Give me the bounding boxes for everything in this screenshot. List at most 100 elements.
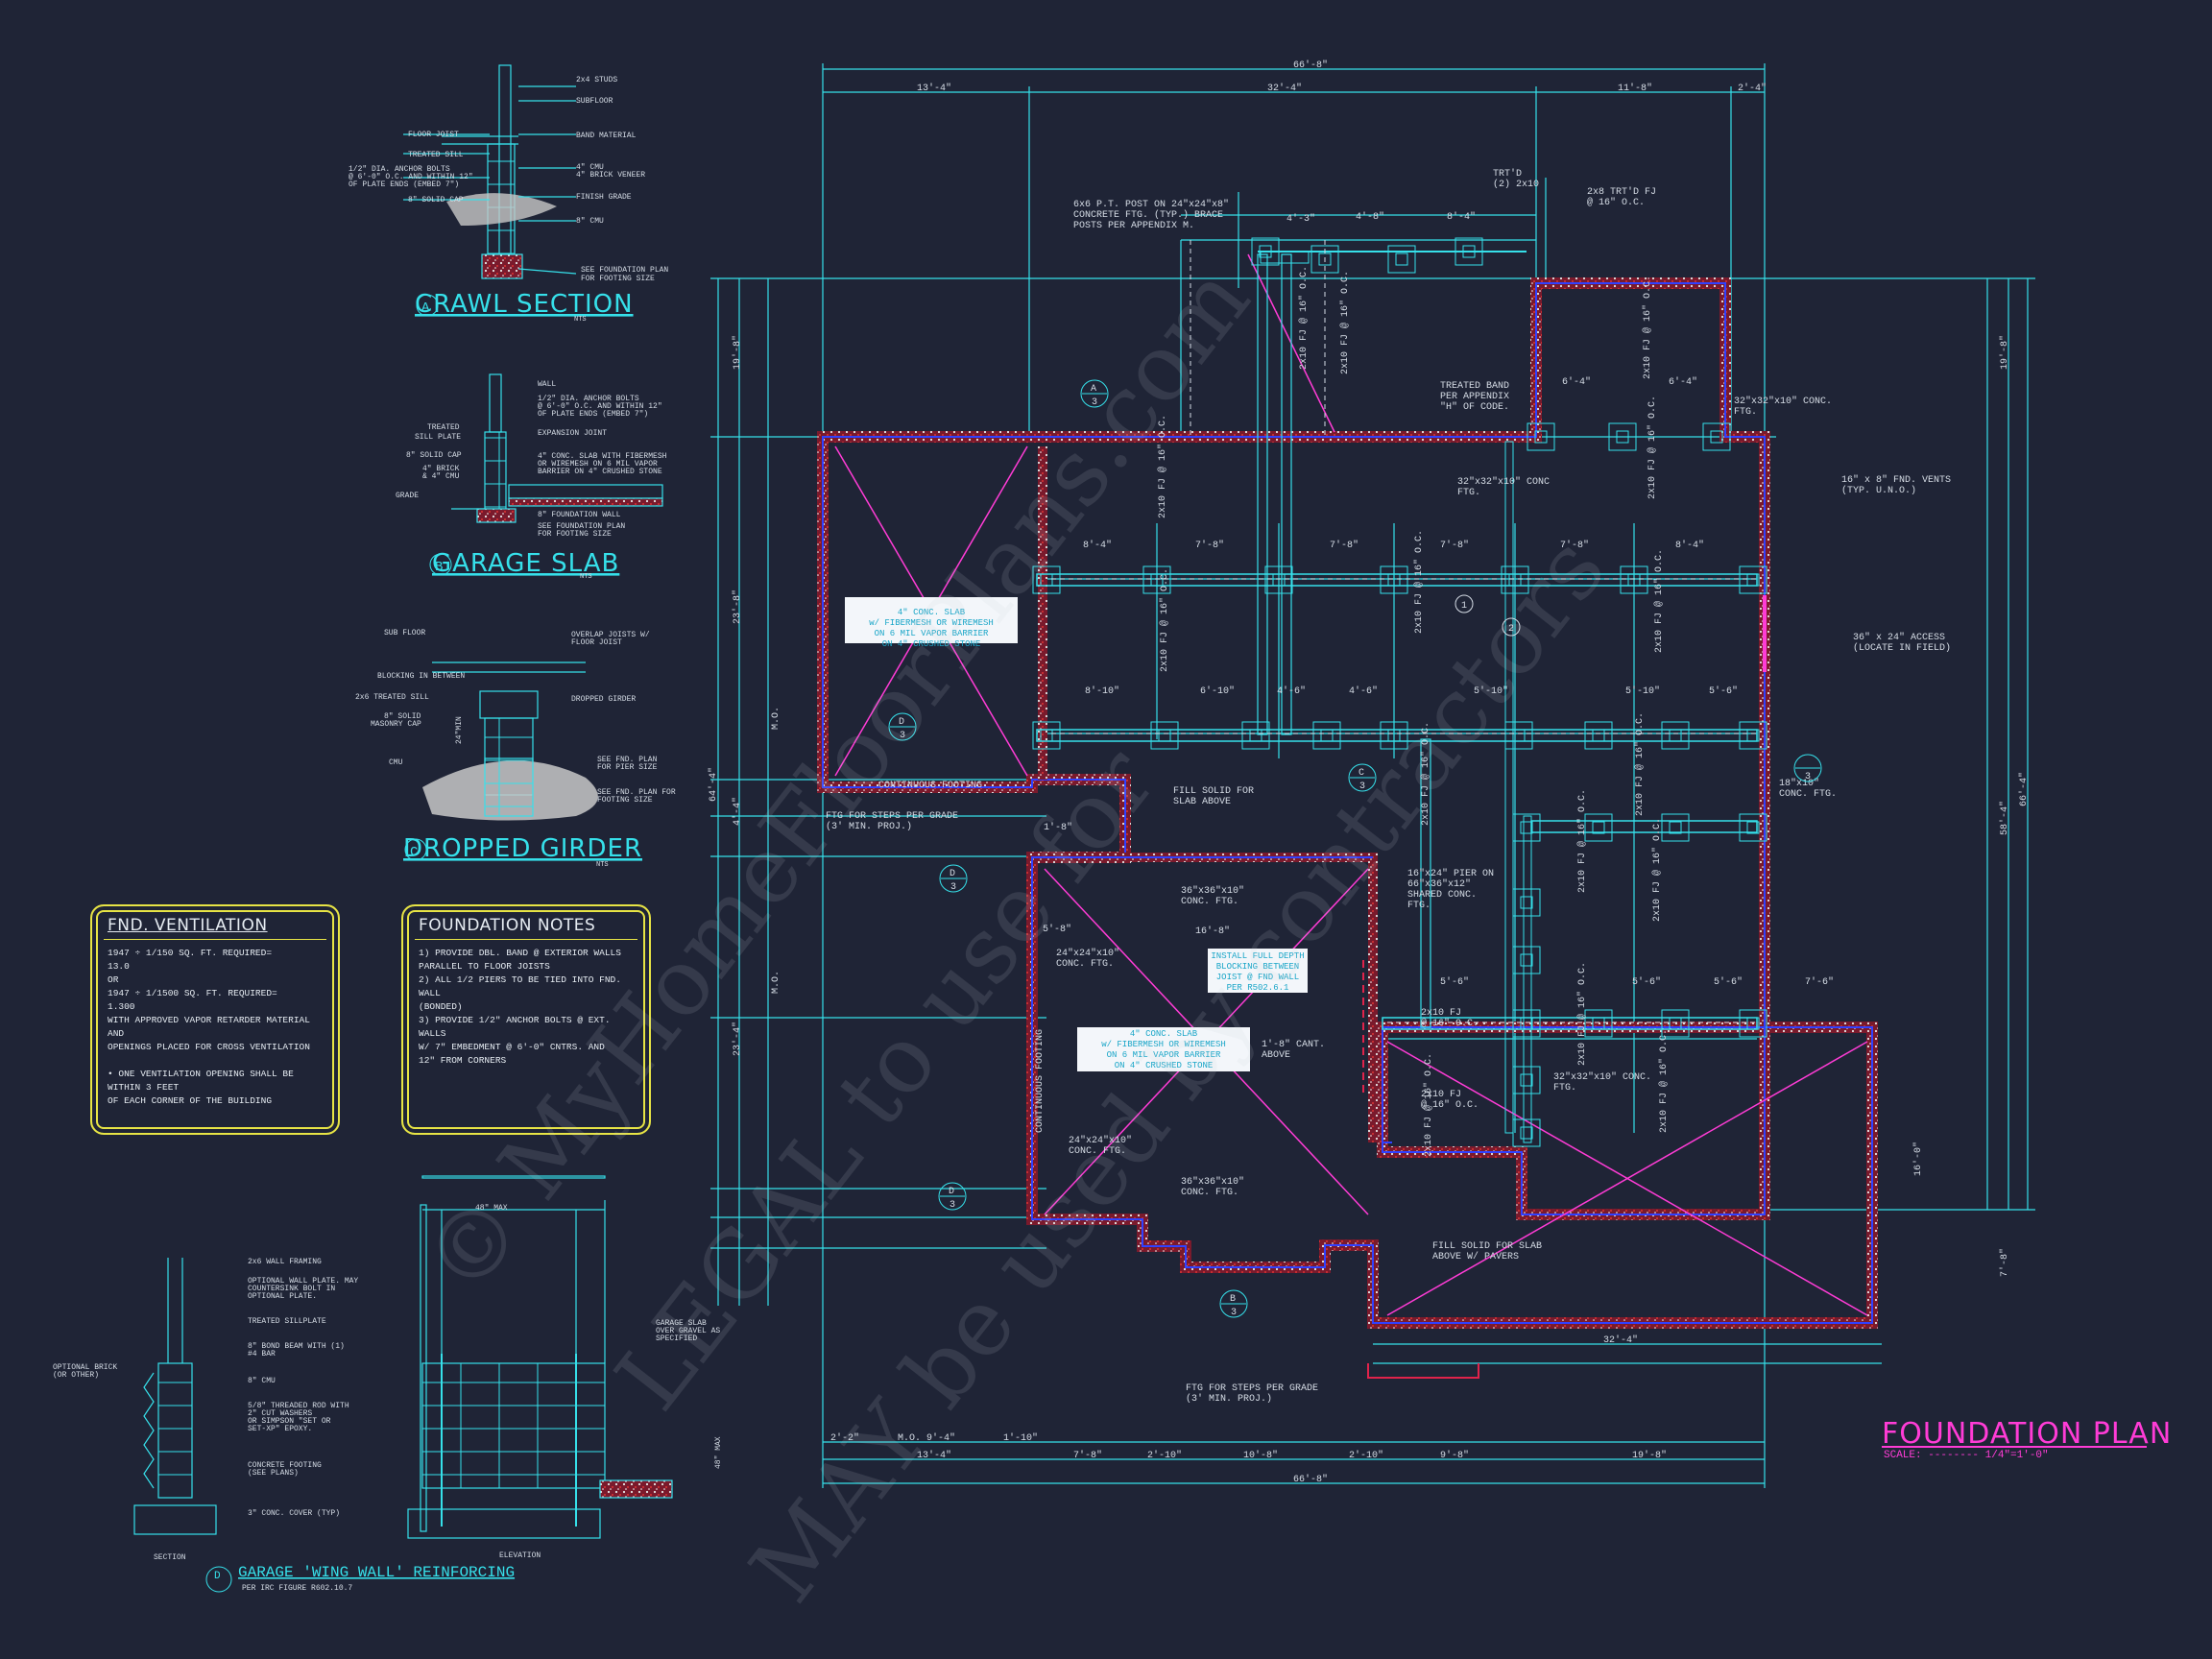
floor-joist-label: 2x10 FJ @ 16" O.C. (1647, 396, 1658, 499)
floor-joist-labels: 2x10 FJ @ 16" O.C. 2x10 FJ @ 16" O.C. 2x10… (1157, 266, 1670, 1157)
detail-label: OPTIONAL PLATE. (248, 1292, 317, 1301)
pier-footing (1512, 888, 1541, 917)
pier-footing (1241, 721, 1270, 750)
detail-label: 8" SOLID CAP (408, 196, 464, 204)
dim-int: 7'-8" (1560, 540, 1589, 551)
pier-post (1746, 573, 1760, 587)
crawl-section-title: CRAWL SECTION (415, 290, 634, 319)
floor-joist-label: 2x10 FJ @ 16" O.C. (1298, 266, 1310, 370)
dim-right: 19'-8" (1999, 335, 2010, 370)
detail-label: OR SIMPSON "SET OR (248, 1417, 331, 1426)
detail-label: BARRIER ON 4" CRUSHED STONE (538, 468, 662, 476)
pier-footing (1512, 813, 1541, 842)
pier-footing (1032, 565, 1061, 594)
detail-label: CONCRETE FOOTING (248, 1461, 322, 1470)
mo-label: M.O. (771, 971, 781, 994)
pier-post (1710, 430, 1723, 444)
pier-post (1387, 573, 1401, 587)
pier-footing (1512, 1066, 1541, 1094)
dropped-girder-title: DROPPED GIRDER (403, 834, 642, 863)
ftg-steps-callout: FTG FOR STEPS PER GRADE(3' MIN. PROJ.) (1186, 1383, 1318, 1405)
detail-label: 48" MAX (475, 1204, 508, 1213)
detail-label: 8" CMU (576, 217, 604, 226)
floor-joist-label: 2x10 FJ @ 16" O.C. (1651, 818, 1663, 922)
detail-label: SEE FND. PLAN (597, 756, 658, 764)
section-tag-letter: A (1091, 384, 1096, 395)
detail-label: OR WIREMESH ON 6 MIL VAPOR (538, 460, 658, 469)
detail-label: BLOCKING IN BETWEEN (377, 672, 465, 681)
detail-label: TREATED SILL (408, 151, 464, 159)
pier-post (1627, 573, 1641, 587)
detail-label: SET-XP" EPOXY. (248, 1425, 312, 1433)
pier-footing (1608, 422, 1637, 451)
plan-title: FOUNDATION PLAN (1882, 1417, 2173, 1451)
dim-int: 5'-8" (1043, 924, 1071, 935)
pier-footing (1142, 565, 1171, 594)
ftg-steps-callout: FTG FOR STEPS PER GRADE(3' MIN. PROJ.) (826, 811, 958, 832)
pier-post (1520, 1126, 1533, 1140)
detail-label: 8" BOND BEAM WITH (1) (248, 1342, 345, 1351)
pier-post (1272, 573, 1286, 587)
dim-int: 7'-8" (1195, 540, 1224, 551)
section-tag-sheet: 3 (950, 882, 956, 893)
floor-joist-label: 2x10 FJ @ 16" O.C. (1576, 962, 1588, 1066)
dim-right-total: 58'-4" (1999, 801, 2010, 835)
detail-label: EXPANSION JOINT (538, 429, 607, 438)
pier-footing (1380, 565, 1408, 594)
conc24-callout: 24"x24"x10"CONC. FTG. (1069, 1135, 1132, 1157)
detail-label: FLOOR JOIST (571, 638, 622, 647)
pier-footing (1739, 813, 1767, 842)
detail-a-marker (416, 294, 439, 317)
pier-post (1395, 252, 1408, 266)
pier-post (1616, 430, 1629, 444)
detail-dropped-girder (422, 661, 598, 821)
section-tag-letter: D (950, 869, 955, 879)
section-tag-sheet: 3 (1359, 781, 1365, 792)
dim-bottom: 10'-8" (1243, 1450, 1278, 1461)
section-tag-circle (1348, 763, 1377, 792)
dim-top: 11'-8" (1618, 83, 1652, 94)
detail-label: CMU (389, 758, 403, 767)
pier-footing (1504, 721, 1533, 750)
dim-left: 19'-8" (732, 335, 743, 370)
detail-label: SPECIFIED (656, 1334, 697, 1343)
pier-tag-circle (1455, 594, 1474, 613)
detail-label: 1/2" DIA. ANCHOR BOLTS (349, 165, 450, 174)
detail-label: DROPPED GIRDER (571, 695, 636, 704)
detail-label: SEE FOUNDATION PLAN (581, 266, 668, 275)
pier-post (1746, 1017, 1760, 1030)
pier-footing (1264, 565, 1293, 594)
detail-label: SILL PLATE (415, 433, 461, 442)
pier-footing (1310, 245, 1339, 274)
detail-label: OF PLATE ENDS (EMBED 7") (538, 410, 648, 419)
pier-tag-number: 2 (1508, 624, 1514, 635)
section-tag-circle (939, 864, 968, 893)
floor-joist-label: 2x10 FJ @ 16" O.C. (1339, 271, 1351, 374)
fnd-ventilation-body: 1947 ÷ 1/150 SQ. FT. REQUIRED= 13.0 OR 1… (108, 948, 310, 1106)
dim-int: 5'-6" (1709, 685, 1738, 697)
dim-int: 4'-3" (1286, 213, 1315, 225)
pier-footing (1312, 721, 1341, 750)
detail-label: GARAGE SLAB (656, 1319, 707, 1328)
wing-wall-title: GARAGE 'WING WALL' REINFORCING (238, 1564, 515, 1581)
detail-label: SUB FLOOR (384, 629, 425, 637)
detail-label: MASONRY CAP (371, 720, 421, 729)
pier-post (1520, 821, 1533, 834)
dim-bottom: 9'-8" (1440, 1450, 1469, 1461)
detail-label: FOR PIER SIZE (597, 763, 658, 772)
detail-label: @ 6'-0" O.C. AND WITHIN 12" (349, 173, 473, 181)
pier-footing (1661, 813, 1690, 842)
section-tag-sheet: 3 (950, 1200, 955, 1211)
pier-post (1512, 729, 1526, 742)
divider (415, 939, 637, 940)
floor-joist-label: 2x10 FJ @ 16" O.C. (1413, 530, 1425, 634)
pier-footing (1512, 1009, 1541, 1038)
detail-wing-wall (133, 1175, 673, 1539)
pier-footing (1501, 565, 1529, 594)
cant-callout: 1'-8" CANT.ABOVE (1262, 1039, 1325, 1061)
detail-label: 24"MIN (455, 716, 464, 744)
